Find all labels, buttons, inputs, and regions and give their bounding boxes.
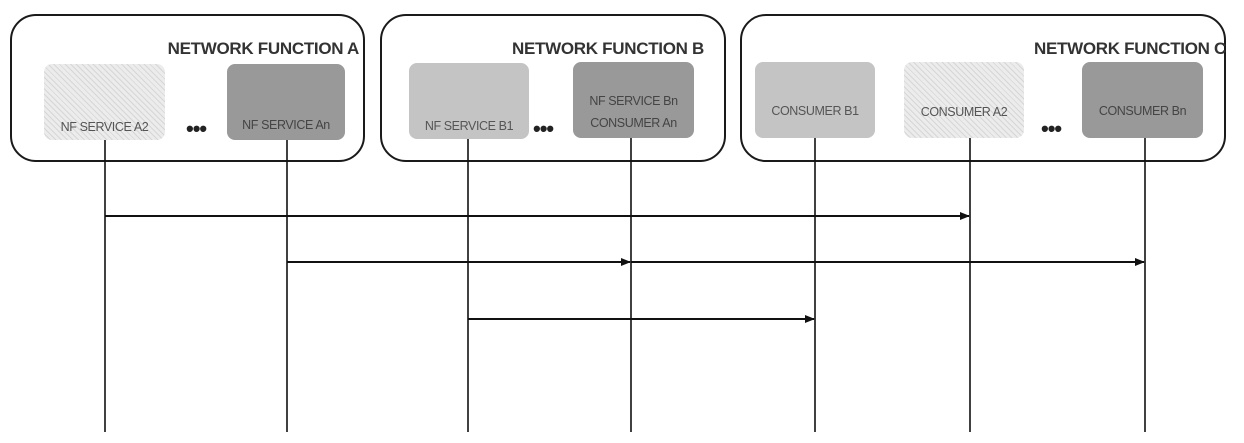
nf-service-a2-box: NF SERVICE A2 <box>44 64 165 140</box>
nf-service-b1-box: NF SERVICE B1 <box>409 63 529 139</box>
consumer-bn-label: CONSUMER Bn <box>1098 104 1187 118</box>
nf-service-an-box: NF SERVICE An <box>227 64 345 140</box>
nf-service-bn-label: NF SERVICE Bn <box>589 94 678 108</box>
network-function-b-box: NETWORK FUNCTION B <box>380 14 726 162</box>
network-function-a-title: NETWORK FUNCTION A <box>167 39 360 58</box>
nf-service-an-label: NF SERVICE An <box>242 118 330 132</box>
consumer-a2-box: CONSUMER A2 <box>904 62 1024 138</box>
nf-service-a2-label: NF SERVICE A2 <box>60 120 149 134</box>
consumer-an-label: CONSUMER An <box>590 116 677 130</box>
network-function-c-title: NETWORK FUNCTION C <box>1034 39 1226 58</box>
consumer-b1-label: CONSUMER B1 <box>771 104 859 118</box>
ellipsis-b: ••• <box>533 116 554 141</box>
consumer-b1-box: CONSUMER B1 <box>755 62 875 138</box>
ellipsis-a: ••• <box>186 116 207 141</box>
nf-service-b1-label: NF SERVICE B1 <box>424 119 514 133</box>
network-function-b-title: NETWORK FUNCTION B <box>512 39 704 58</box>
consumer-a2-label: CONSUMER A2 <box>920 105 1008 119</box>
ellipsis-c: ••• <box>1041 116 1062 141</box>
consumer-bn-box: CONSUMER Bn <box>1082 62 1203 138</box>
network-function-c-box: NETWORK FUNCTION C <box>740 14 1226 162</box>
nf-service-bn-box: NF SERVICE Bn CONSUMER An <box>573 62 694 138</box>
network-function-a-box: NETWORK FUNCTION A <box>10 14 365 162</box>
